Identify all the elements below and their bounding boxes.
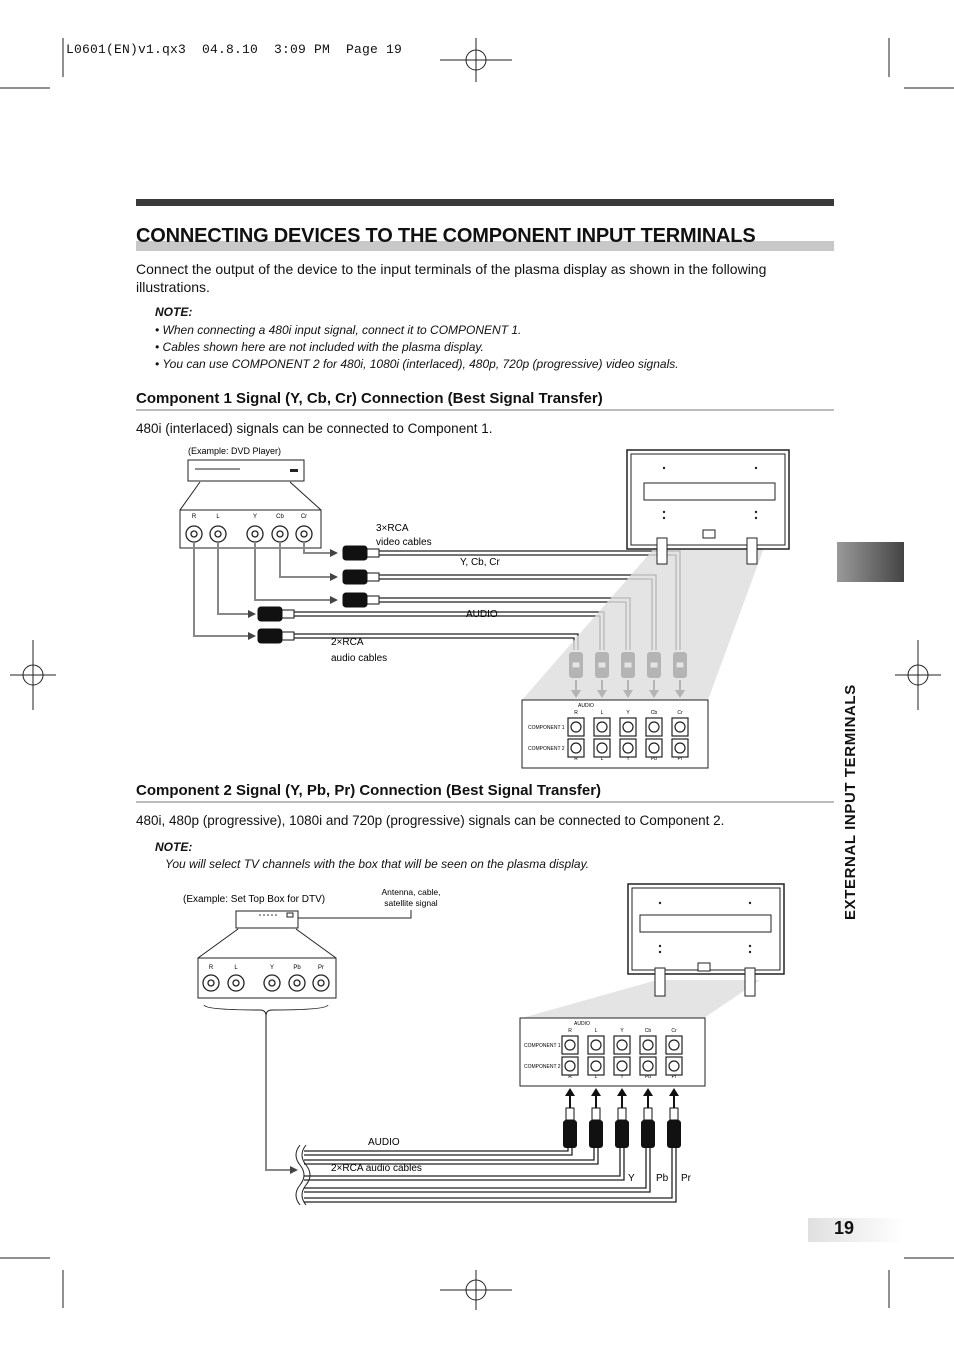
- svg-text:Pb: Pb: [656, 1173, 669, 1184]
- note-heading: NOTE:: [155, 305, 193, 319]
- svg-text:L: L: [595, 1028, 598, 1034]
- svg-text:L: L: [601, 756, 604, 762]
- page-number: 19: [834, 1218, 855, 1238]
- page-number-bg: [808, 1218, 904, 1242]
- plasma-display-rear-2: [627, 883, 785, 975]
- side-tab-marker: [837, 542, 904, 582]
- dvd-player-icon: [187, 459, 305, 482]
- note-block-1: NOTE: • When connecting a 480i input sig…: [155, 305, 835, 373]
- section1-text: 480i (interlaced) signals can be connect…: [136, 421, 493, 436]
- svg-text:Cb: Cb: [645, 1028, 652, 1034]
- section2-heading: Component 2 Signal (Y, Pb, Pr) Connectio…: [136, 782, 834, 803]
- svg-text:3×RCA: 3×RCA: [376, 523, 409, 534]
- svg-text:Pb: Pb: [645, 1074, 651, 1080]
- svg-text:AUDIO: AUDIO: [574, 1021, 590, 1027]
- page-title-text: CONNECTING DEVICES TO THE COMPONENT INPU…: [136, 225, 756, 247]
- svg-text:2×RCA: 2×RCA: [331, 637, 364, 648]
- svg-text:Cb: Cb: [276, 514, 284, 520]
- note-item: • When connecting a 480i input signal, c…: [155, 323, 522, 337]
- svg-text:satellite signal: satellite signal: [384, 898, 438, 908]
- svg-text:L: L: [601, 710, 604, 716]
- top-rule-bar: [136, 199, 834, 206]
- svg-text:Y, Cb, Cr: Y, Cb, Cr: [460, 557, 500, 568]
- svg-text:Pb: Pb: [651, 756, 657, 762]
- svg-text:2×RCA audio cables: 2×RCA audio cables: [331, 1163, 422, 1174]
- svg-text:Y: Y: [628, 1173, 635, 1184]
- svg-text:video cables: video cables: [376, 537, 432, 548]
- svg-text:(Example: Set Top Box for DTV): (Example: Set Top Box for DTV): [183, 894, 325, 905]
- svg-text:R: R: [568, 1028, 572, 1034]
- svg-text:Pr: Pr: [318, 965, 324, 971]
- svg-text:COMPONENT 2: COMPONENT 2: [528, 746, 565, 752]
- svg-text:COMPONENT 1: COMPONENT 1: [524, 1043, 561, 1049]
- svg-text:AUDIO: AUDIO: [578, 703, 594, 709]
- svg-text:Pr: Pr: [681, 1173, 692, 1184]
- svg-text:Y: Y: [620, 1074, 624, 1080]
- svg-text:Cr: Cr: [677, 710, 683, 716]
- svg-text:L: L: [595, 1074, 598, 1080]
- note-item: • You can use COMPONENT 2 for 480i, 1080…: [155, 357, 679, 371]
- svg-text:Y: Y: [620, 1028, 624, 1034]
- svg-text:COMPONENT 2: COMPONENT 2: [524, 1064, 561, 1070]
- svg-text:Y: Y: [626, 756, 630, 762]
- svg-text:R: R: [209, 965, 214, 971]
- svg-text:Y: Y: [626, 710, 630, 716]
- svg-text:Pr: Pr: [678, 756, 683, 762]
- svg-text:Pb: Pb: [293, 965, 301, 971]
- svg-text:Antenna, cable,: Antenna, cable,: [381, 887, 440, 897]
- svg-text:COMPONENT 1: COMPONENT 1: [528, 725, 565, 731]
- svg-text:AUDIO: AUDIO: [368, 1137, 400, 1148]
- svg-text:Cb: Cb: [651, 710, 658, 716]
- svg-text:Y: Y: [270, 965, 274, 971]
- page-title: CONNECTING DEVICES TO THE COMPONENT INPU…: [136, 225, 834, 251]
- section1-heading: Component 1 Signal (Y, Cb, Cr) Connectio…: [136, 390, 834, 411]
- side-section-label: EXTERNAL INPUT TERMINALS: [842, 684, 859, 920]
- svg-text:Cr: Cr: [671, 1028, 677, 1034]
- section2-text: 480i, 480p (progressive), 1080i and 720p…: [136, 813, 725, 828]
- set-top-box-icon: [235, 910, 299, 929]
- note-text-2: You will select TV channels with the box…: [165, 857, 590, 871]
- svg-text:Pr: Pr: [672, 1074, 677, 1080]
- intro-paragraph: Connect the output of the device to the …: [136, 261, 767, 295]
- svg-text:R: R: [574, 710, 578, 716]
- note-item: • Cables shown here are not included wit…: [155, 340, 484, 354]
- svg-text:R: R: [574, 756, 578, 762]
- note-heading-2: NOTE:: [155, 840, 193, 854]
- svg-text:Y: Y: [253, 514, 257, 520]
- svg-text:Cr: Cr: [301, 514, 307, 520]
- svg-text:R: R: [568, 1074, 572, 1080]
- print-slug: L0601(EN)v1.qx3 04.8.10 3:09 PM Page 19: [66, 42, 403, 57]
- svg-text:L: L: [216, 514, 220, 520]
- svg-text:R: R: [192, 514, 197, 520]
- dvd-label: (Example: DVD Player): [188, 446, 281, 456]
- svg-text:AUDIO: AUDIO: [466, 609, 498, 620]
- svg-text:audio cables: audio cables: [331, 653, 387, 664]
- svg-text:L: L: [234, 965, 238, 971]
